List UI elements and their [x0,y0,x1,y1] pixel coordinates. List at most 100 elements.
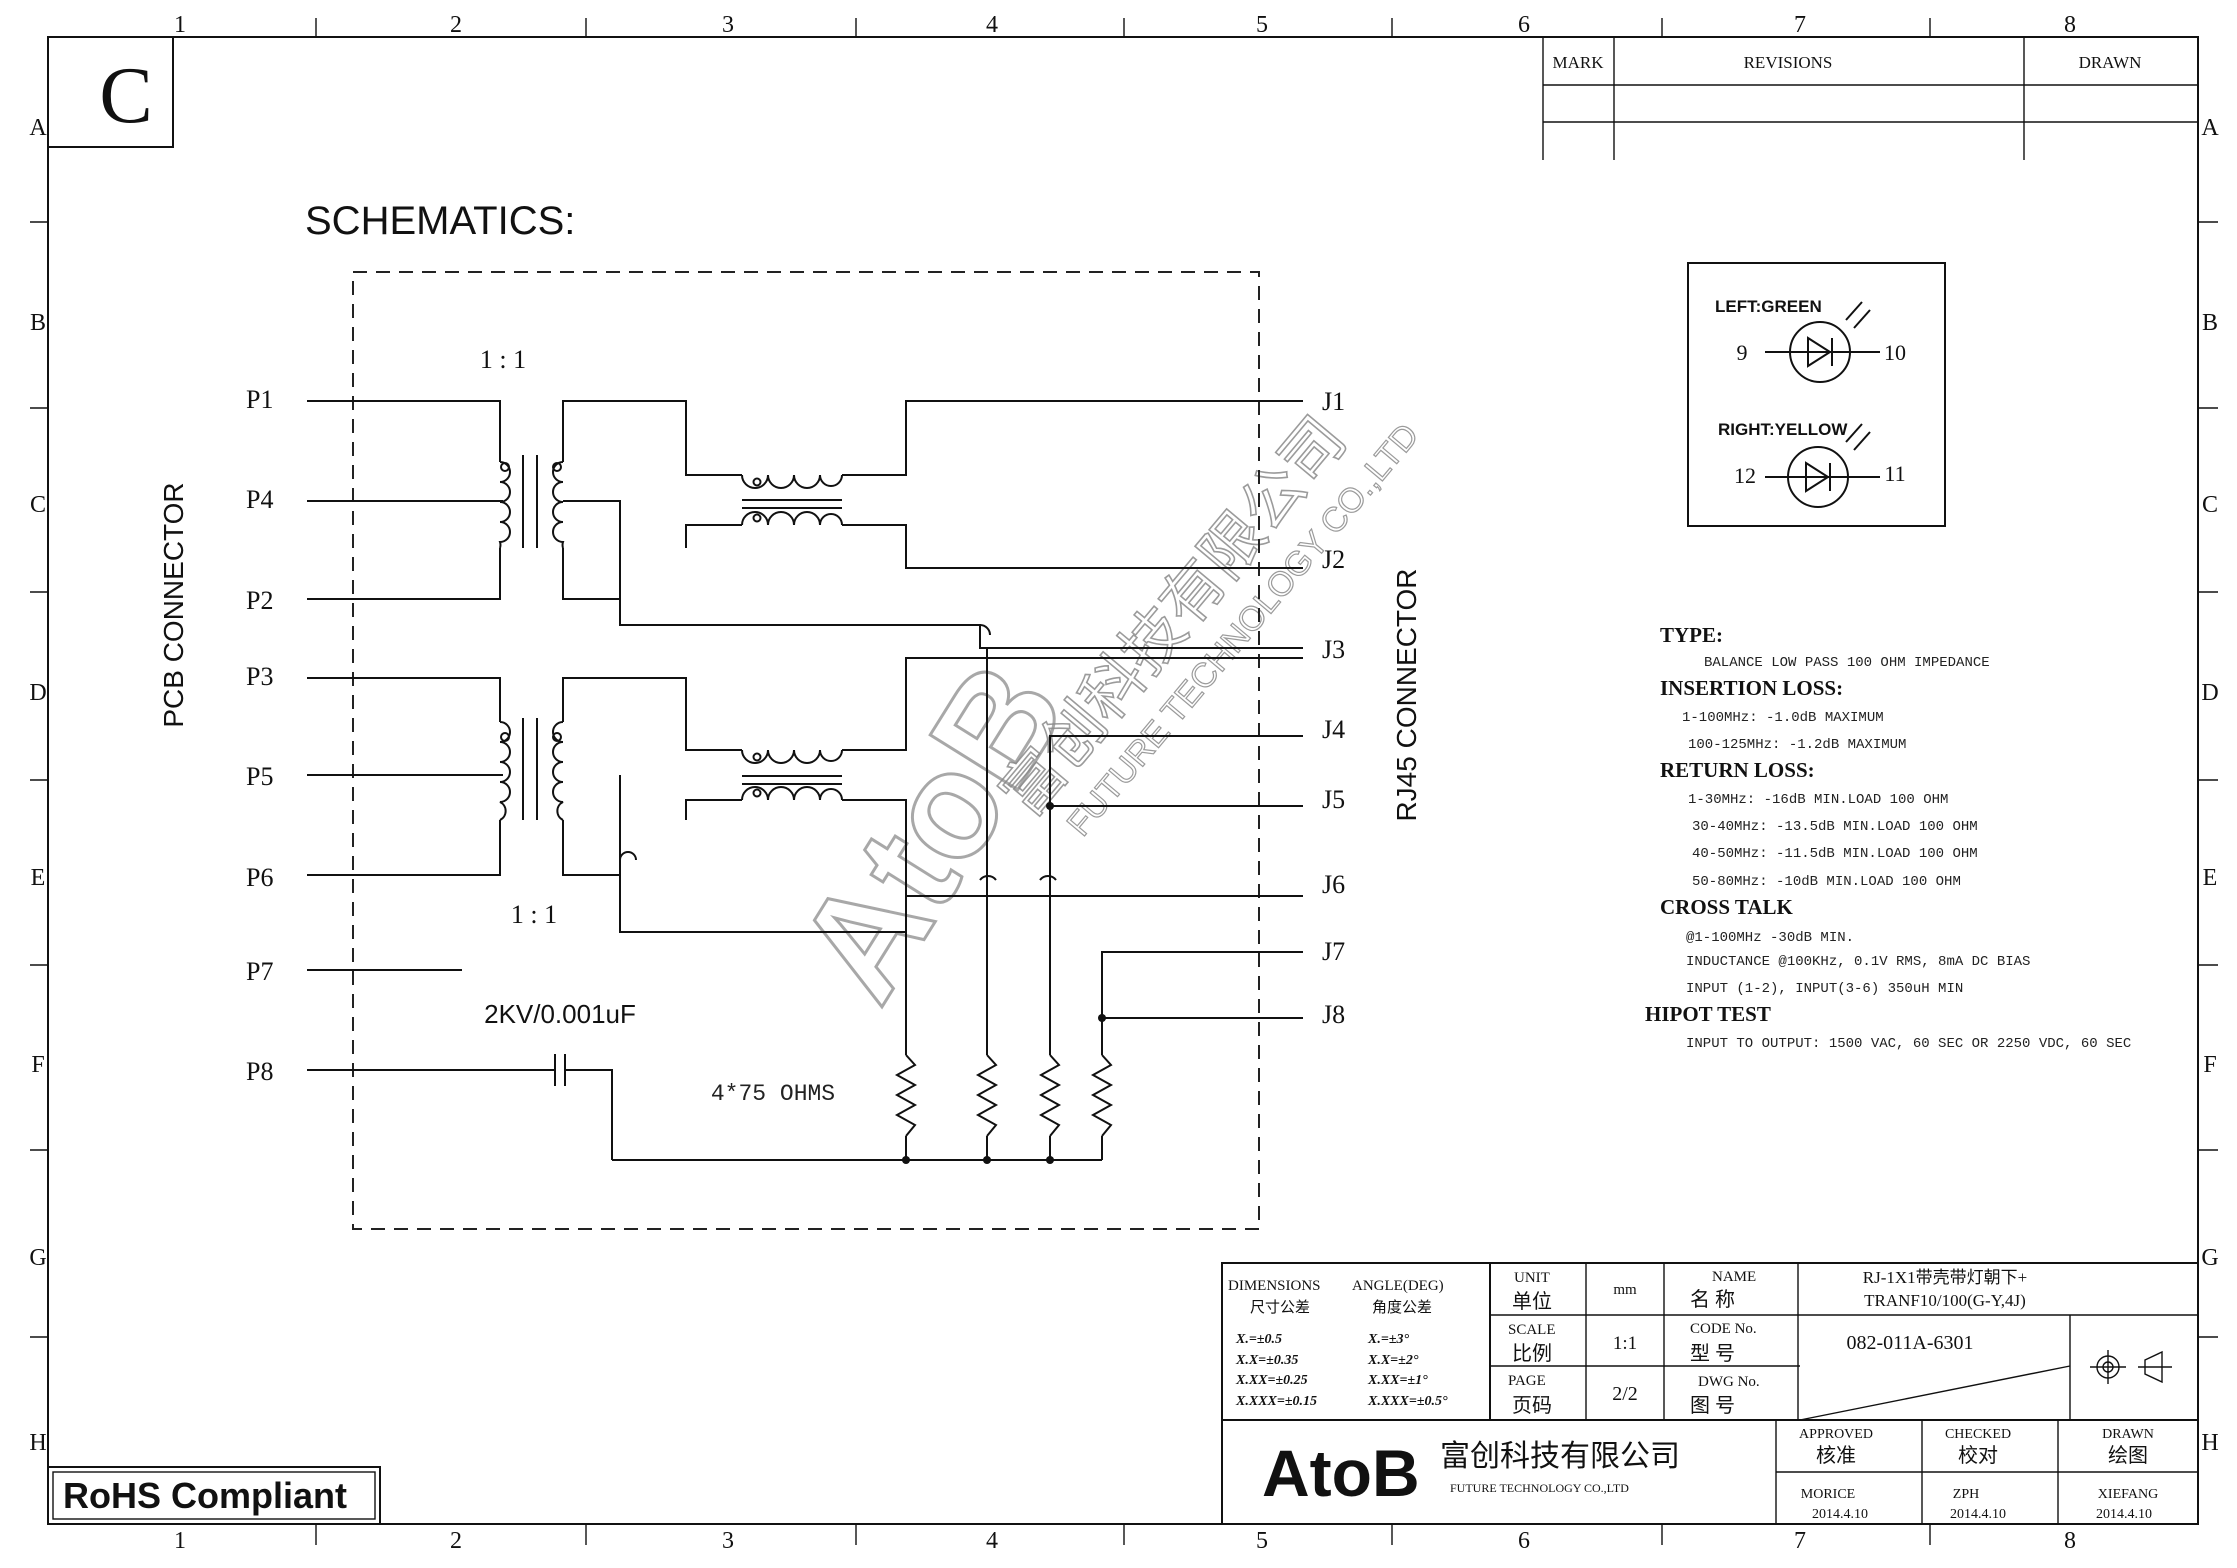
row-letter: E [31,865,46,891]
pin-j6: J6 [1322,870,1345,899]
pin-j2: J2 [1322,545,1345,574]
row-letter: D [29,680,46,706]
spec-head-insertion: INSERTION LOSS: [1660,676,1843,700]
resistor [1090,1054,1114,1137]
code-value: 082-011A-6301 [1846,1332,1973,1354]
tol-dim: X.X=±0.35 [1235,1353,1298,1368]
code-label: CODE No. [1690,1321,1757,1337]
resistor [1038,1054,1062,1137]
led-left-pin-a: 9 [1737,340,1748,365]
row-letter: C [30,492,46,518]
row-letter: E [2203,865,2218,891]
row-letter: C [2202,492,2218,518]
resistor [894,1054,918,1137]
pin-p2: P2 [246,586,273,615]
ratio-top: 1 : 1 [480,345,526,374]
pin-p6: P6 [246,863,273,892]
drawn-date: 2014.4.10 [2096,1507,2152,1522]
led-right-pin-a: 12 [1734,463,1756,488]
tol-angle: X.XXX=±0.5° [1367,1394,1448,1409]
drawn-cn: 绘图 [2108,1444,2148,1467]
specifications: TYPE: BALANCE LOW PASS 100 OHM IMPEDANCE… [1645,623,2131,1052]
spec-line: 1-30MHz: -16dB MIN.LOAD 100 OHM [1688,792,1948,808]
sheet-letter: C [99,52,152,140]
pcb-connector-label: PCB CONNECTOR [158,482,189,727]
pin-j7: J7 [1322,937,1345,966]
spec-line: INDUCTANCE @100KHz, 0.1V RMS, 8mA DC BIA… [1686,954,2030,970]
resistors [894,1054,1114,1137]
rohs-label: RoHS Compliant [63,1475,347,1516]
led-right-label: RIGHT:YELLOW [1718,420,1848,439]
column-numbers: 1 2 3 4 5 6 7 8 1 2 3 4 5 6 7 8 [174,12,2076,1554]
ratio-bottom: 1 : 1 [511,900,557,929]
page-cn: 页码 [1512,1395,1552,1417]
spec-line: INPUT (1-2), INPUT(3-6) 350uH MIN [1686,981,1963,997]
pcb-pins: P1 P4 P2 P3 P5 P6 P7 P8 [246,385,273,1086]
company-en: FUTURE TECHNOLOGY CO.,LTD [1450,1481,1629,1495]
dimensions-label: DIMENSIONS [1228,1278,1321,1294]
row-letter: A [2201,115,2219,141]
polarity-dots [500,462,762,798]
pin-p4: P4 [246,485,273,514]
row-letter: B [30,310,46,336]
col-number: 5 [1256,1528,1268,1554]
scale-value: 1:1 [1613,1333,1637,1354]
col-number: 1 [174,12,186,38]
tol-angle: X.XX=±1° [1367,1373,1428,1388]
sheet-letter-box [47,36,174,148]
col-number: 5 [1256,12,1268,38]
spec-head-type: TYPE: [1660,623,1723,647]
drawn-header: DRAWN [2079,53,2142,72]
revisions-table: MARK REVISIONS DRAWN [1542,37,2198,160]
spec-line: 100-125MHz: -1.2dB MAXIMUM [1688,737,1906,753]
junction-dots [902,802,1106,1164]
col-number: 7 [1794,12,1806,38]
row-letter: H [2201,1430,2218,1456]
name-value-2: TRANF10/100(G-Y,4J) [1864,1291,2026,1310]
dwg-cn: 图 号 [1690,1395,1735,1417]
watermark-text: 富创科技有限公司 FUTURE TECHNOLOGY CO.,LTD [985,402,1427,844]
watermark-cn: 富创科技有限公司 [986,403,1361,830]
name-value-1: RJ-1X1带壳带灯朝下+ [1863,1268,2027,1287]
resistor-label: 4*75 OHMS [711,1081,835,1107]
pin-j4: J4 [1322,715,1345,744]
spec-line: 1-100MHz: -1.0dB MAXIMUM [1682,710,1884,726]
pin-j8: J8 [1322,1000,1345,1029]
schematic-heading: SCHEMATICS: [305,199,575,243]
row-letter: F [2203,1052,2216,1078]
tol-dim: X.XX=±0.25 [1235,1373,1308,1388]
watermark-logo: AtoB [765,634,1097,1027]
resistor [975,1054,999,1137]
zone-ticks [30,18,2218,1545]
tol-angle: X.X=±2° [1367,1353,1419,1368]
row-letter: G [2201,1245,2218,1271]
led-legend: LEFT:GREEN 9 10 RIGHT:YELLOW 12 11 [1687,262,1946,527]
col-number: 8 [2064,1528,2076,1554]
mark-header: MARK [1552,53,1604,72]
spec-head-hipot: HIPOT TEST [1645,1002,1771,1026]
row-letter: D [2201,680,2218,706]
spec-line: 50-80MHz: -10dB MIN.LOAD 100 OHM [1692,874,1961,890]
col-number: 1 [174,1528,186,1554]
unit-cn: 单位 [1512,1290,1552,1313]
col-number: 7 [1794,1528,1806,1554]
code-cn: 型 号 [1690,1342,1735,1365]
projection-symbol-icon [2090,1350,2172,1384]
checked-date: 2014.4.10 [1950,1507,2006,1522]
row-letter: G [29,1245,46,1271]
row-letter: A [29,115,47,141]
company-logo: AtoB [1262,1436,1420,1510]
pin-p8: P8 [246,1057,273,1086]
dwg-label: DWG No. [1698,1374,1760,1390]
angle-label: ANGLE(DEG) [1352,1278,1444,1294]
page-label: PAGE [1508,1373,1546,1389]
spec-head-crosstalk: CROSS TALK [1660,895,1794,919]
revisions-header: REVISIONS [1744,53,1833,72]
rj45-connector-label: RJ45 CONNECTOR [1391,568,1422,821]
col-number: 4 [986,12,998,38]
spec-head-return: RETURN LOSS: [1660,758,1815,782]
spec-line: INPUT TO OUTPUT: 1500 VAC, 60 SEC OR 225… [1686,1036,2131,1052]
col-number: 2 [450,1528,462,1554]
tol-dim: X.=±0.5 [1235,1332,1282,1347]
